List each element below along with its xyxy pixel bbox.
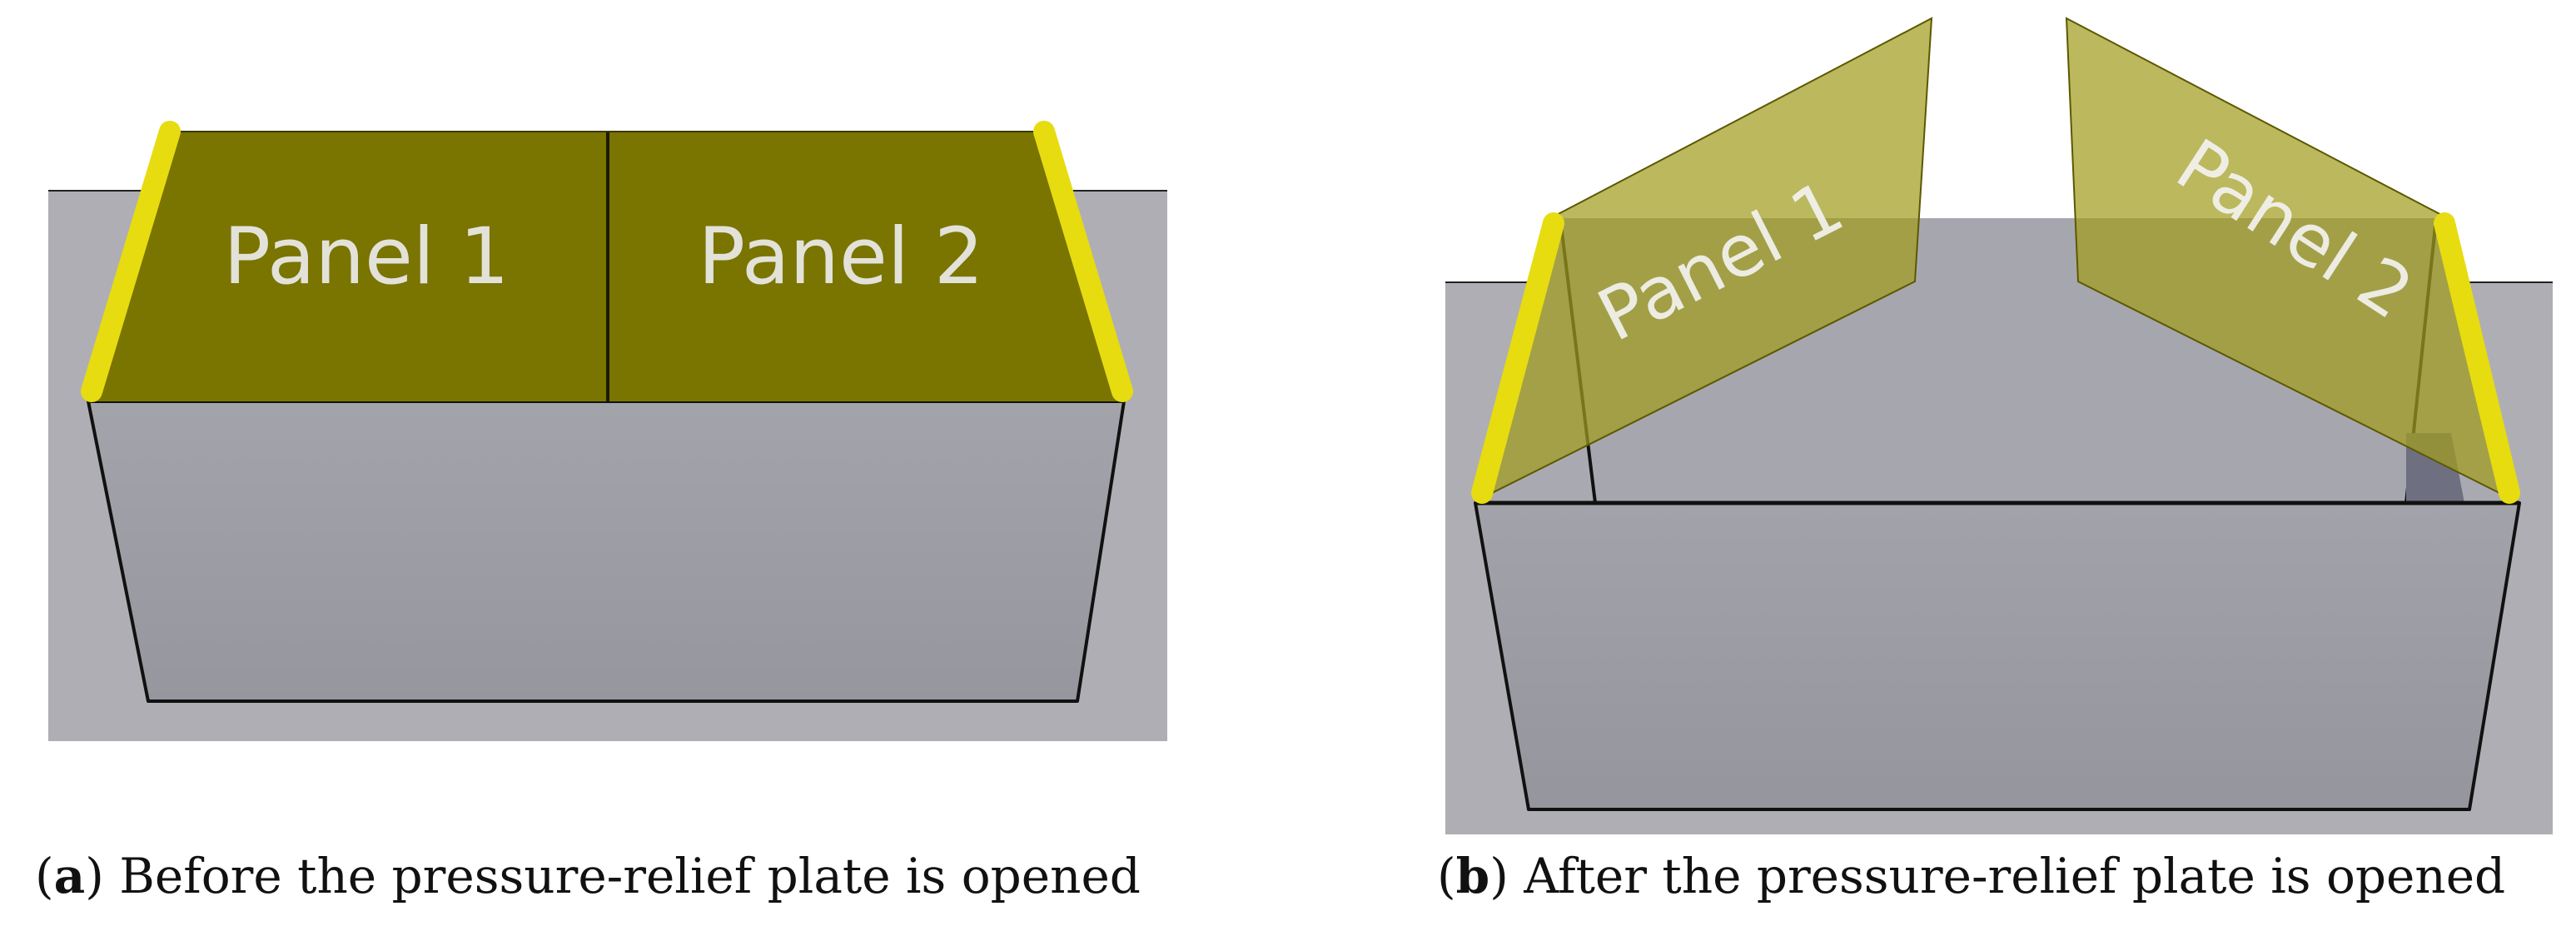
hinge-right-a [1033,121,1133,402]
caption-a-text: Before the pressure-relief plate is open… [103,848,1141,904]
caption-a: (a) Before the pressure-relief plate is … [35,848,1141,904]
hinge-left-b [1471,212,1564,504]
panel-2-label-a: Panel 2 [698,212,983,302]
panel-2-closed [608,132,1124,401]
hinge-left-a [81,121,181,402]
panel-1-label-a: Panel 1 [223,212,509,302]
caption-a-letter: a [53,848,86,904]
subfigure-b: Panel 1 Panel 2 [1445,17,2553,834]
hinge-right-b [2434,212,2520,504]
caption-b-text: After the pressure-relief plate is opene… [1508,848,2506,904]
subfigure-a: Panel 1 Panel 2 [48,121,1167,741]
box-front-face-a [87,400,1126,703]
caption-b: (b) After the pressure-relief plate is o… [1437,848,2506,904]
caption-b-letter: b [1455,848,1490,904]
box-front-face-b [1474,501,2521,811]
panel-1-closed [88,132,608,401]
